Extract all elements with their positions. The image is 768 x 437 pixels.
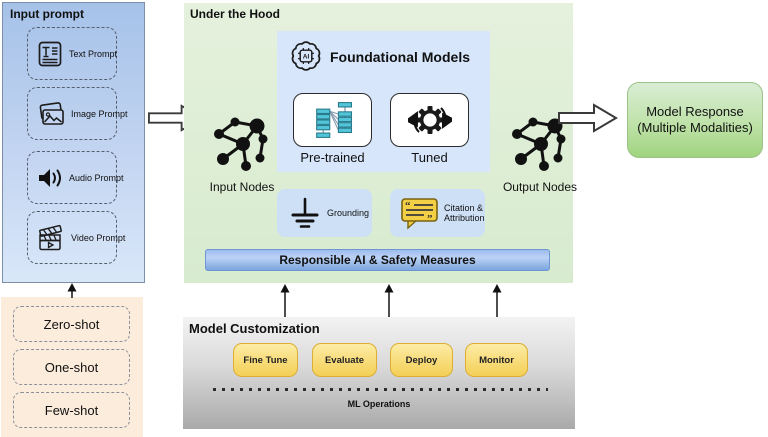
under-the-hood-title: Under the Hood [190,7,280,21]
zero-shot-box[interactable]: Zero-shot [13,306,130,342]
svg-text:“: “ [405,200,411,212]
audio-prompt-icon [36,164,64,192]
customization-arrow-2 [384,284,394,317]
monitor-label: Monitor [479,354,514,366]
grounding-label: Grounding [327,207,370,218]
customization-arrow-3 [492,284,502,317]
fine-tune-label: Fine Tune [243,354,288,366]
tuned-model-box[interactable] [390,93,469,147]
customization-arrow-1 [280,284,290,317]
text-prompt-label: Text Prompt [69,48,118,59]
one-shot-box[interactable]: One-shot [13,349,130,385]
tuned-gear-cycle-icon [407,98,452,142]
image-prompt-box[interactable]: Image Prompt [27,87,128,140]
input-nodes-label: Input Nodes [209,180,275,194]
few-shot-label: Few-shot [44,402,99,418]
model-response-line1: Model Response [646,103,744,119]
output-flow-arrow [558,103,618,133]
svg-text:”: ” [427,213,433,225]
model-response-line2: (Multiple Modalities) [637,120,753,135]
video-prompt-box[interactable]: Video Prompt [27,211,125,264]
shot-types-panel: Zero-shot One-shot Few-shot [1,297,143,437]
one-shot-label: One-shot [44,359,99,375]
pretrained-network-icon [308,101,358,139]
deploy-button[interactable]: Deploy [390,343,453,377]
zero-shot-label: Zero-shot [43,316,100,332]
model-response-box[interactable]: Model Response (Multiple Modalities) [627,82,763,158]
pretrained-model-box[interactable] [293,93,372,147]
foundational-models-title: Foundational Models [330,49,470,65]
pretrained-label: Pre-trained [300,150,365,165]
input-panel-title: Input prompt [10,7,84,21]
audio-prompt-label: Audio Prompt [69,172,124,183]
citation-box[interactable]: “ ” Citation & Attribution [390,189,485,237]
grounding-box[interactable]: Grounding [277,189,372,237]
model-customization-panel: Model Customization Fine Tune Evaluate D… [183,317,575,429]
evaluate-label: Evaluate [324,354,365,366]
text-prompt-icon [36,40,64,68]
input-nodes-icon [209,113,275,173]
under-the-hood-panel: Under the Hood [184,3,577,283]
citation-quote-icon: “ ” [400,195,440,231]
image-prompt-label: Image Prompt [71,108,128,119]
audio-prompt-box[interactable]: Audio Prompt [27,151,124,204]
few-shot-box[interactable]: Few-shot [13,392,130,428]
text-prompt-box[interactable]: Text Prompt [27,27,117,80]
shots-to-input-arrow [67,283,77,298]
deploy-label: Deploy [405,354,438,366]
grounding-icon [287,195,323,231]
ai-brain-icon: AI [287,37,325,75]
model-customization-title: Model Customization [189,321,320,336]
svg-text:AI: AI [303,54,310,61]
foundational-models-box: AI Foundational Models [277,31,490,172]
citation-label: Citation & Attribution [444,202,485,223]
safety-bar-label: Responsible AI & Safety Measures [279,253,476,267]
evaluate-button[interactable]: Evaluate [312,343,377,377]
ml-operations-label: ML Operations [347,399,411,409]
output-nodes-icon [507,113,573,173]
video-prompt-label: Video Prompt [71,232,126,243]
responsible-ai-safety-bar: Responsible AI & Safety Measures [205,249,550,271]
image-prompt-icon [36,100,66,128]
output-nodes-label: Output Nodes [502,180,578,194]
video-prompt-icon [36,223,66,253]
input-prompt-panel: Input prompt Text P [2,2,145,283]
tuned-label: Tuned [411,150,448,165]
monitor-button[interactable]: Monitor [465,343,528,377]
input-nodes-block: Input Nodes [196,113,288,194]
output-nodes-block: Output Nodes [494,113,586,194]
ml-operations-dotted-line [213,388,548,391]
fine-tune-button[interactable]: Fine Tune [233,343,298,377]
